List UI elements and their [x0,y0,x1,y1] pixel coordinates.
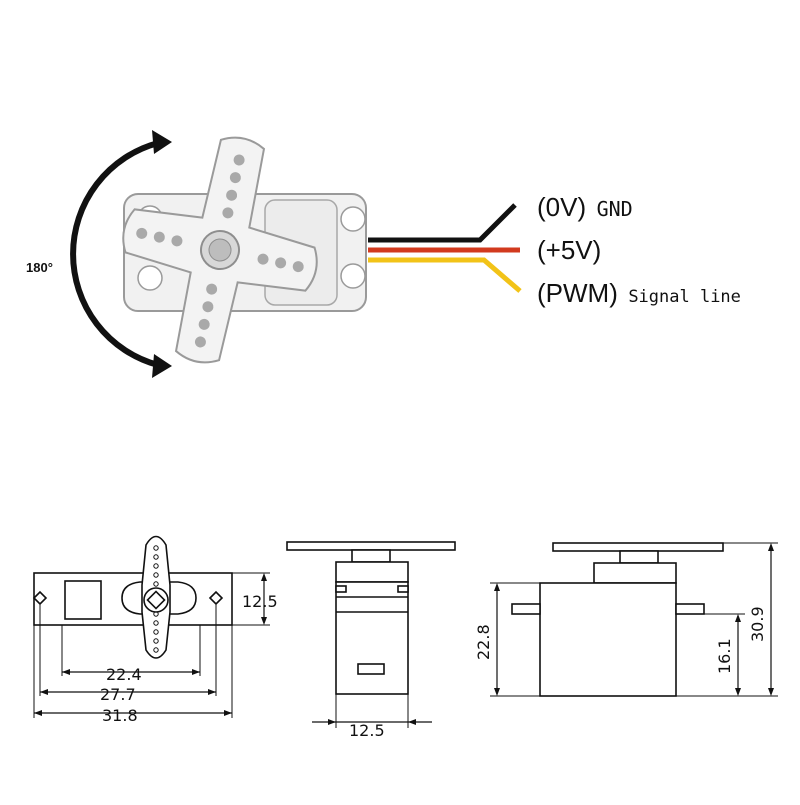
horn-hole-icon [222,207,234,219]
profile-view [490,542,778,697]
wire-signal-desc: Signal line [628,287,741,307]
wire-label-vcc: (+5V) [537,235,601,265]
rotation-arc [70,140,159,368]
front-horn-holes [153,545,159,653]
front-window [64,580,102,620]
dim-arrow-icon [735,614,741,622]
dim-front-width-mid: 27.7 [100,685,136,704]
dim-arrow-icon [224,710,232,716]
dim-profile-body-height: 22.8 [474,624,493,660]
horn-hole-icon [153,629,159,635]
dim-arrow-icon [494,583,500,591]
wire-gnd [368,203,517,243]
dim-arrow-icon [208,689,216,695]
horn-hole-icon [136,227,148,239]
front-notch-right [208,590,224,606]
rotation-angle-label: 180° [26,260,53,275]
side-cable-notch [357,663,385,675]
side-horn-bar [286,541,456,551]
side-tab-left [335,585,347,593]
wire-gnd-desc: GND [597,197,633,221]
horn-hole-icon [153,554,159,560]
horn-hole-icon [153,231,165,243]
side-body [335,581,409,695]
dim-front-width-inner: 22.4 [106,665,142,684]
servo-horn [122,136,318,364]
dim-arrow-icon [261,573,267,581]
profile-tab-left [511,603,541,615]
wire-signal-paren: (PWM) [537,278,618,308]
wire-vcc-paren: (+5V) [537,235,601,265]
dim-profile-total-height: 30.9 [748,606,767,642]
horn-hole-icon [171,235,183,247]
wire-gnd-paren: (0V) [537,192,586,222]
mount-hole-icon [137,265,163,291]
dim-front-width-outer: 31.8 [102,706,138,725]
horn-hole-icon [226,189,238,201]
front-hub-spline [146,590,166,610]
dim-arrow-icon [62,669,70,675]
horn-hole-icon [153,620,159,626]
horn-hole-icon [153,647,159,653]
horn-hole-icon [292,261,304,273]
side-tab-right [397,585,409,593]
horn-hole-icon [153,572,159,578]
wire-label-gnd: (0V) GND [537,192,633,222]
horn-hole-icon [233,154,245,166]
wire-signal [368,257,522,293]
profile-gear-top [593,562,677,584]
front-view [32,535,270,718]
rotation-indicator: 180° [26,130,172,378]
front-view-labels: 12.5 22.4 27.7 31.8 [100,592,278,725]
horn-hole-icon [153,638,159,644]
dim-arrow-icon [192,669,200,675]
horn-hole-icon [198,318,210,330]
horn-hole-icon [153,581,159,587]
mount-hole-icon [340,263,366,289]
dim-arrow-icon [768,543,774,551]
dim-arrow-icon [261,617,267,625]
dim-arrow-icon [328,719,336,725]
horn-hole-icon [202,301,214,313]
dim-arrow-icon [40,689,48,695]
horn-hole-icon [206,283,218,295]
dim-arrow-icon [408,719,416,725]
dim-arrow-icon [34,710,42,716]
profile-horn-hub [619,550,659,564]
profile-body [539,582,677,697]
dim-arrow-icon [768,688,774,696]
profile-tab-right [675,603,705,615]
wire-labels: (0V) GND (+5V) (PWM) Signal line [537,192,741,308]
dim-arrow-icon [735,688,741,696]
horn-holes [136,154,304,348]
dim-front-height: 12.5 [242,592,278,611]
side-view [286,541,456,728]
horn-hub-center [208,238,232,262]
profile-horn-bar [552,542,724,552]
rotation-arrowhead-bottom [152,354,172,378]
front-notch-left [32,590,48,606]
dim-arrow-icon [494,688,500,696]
servo-wires [368,203,522,293]
mount-hole-icon [340,206,366,232]
wire-label-signal: (PWM) Signal line [537,278,741,308]
side-gear-top [335,561,409,583]
horn-hole-icon [229,172,241,184]
side-horn-hub [351,549,391,563]
horn-hole-icon [257,253,269,265]
horn-hole-icon [153,563,159,569]
dim-side-width: 12.5 [349,721,385,740]
horn-hole-icon [275,257,287,269]
horn-hole-icon [194,336,206,348]
horn-hole-icon [153,545,159,551]
dim-profile-tab-height: 16.1 [715,638,734,674]
rotation-arrowhead-top [152,130,172,154]
